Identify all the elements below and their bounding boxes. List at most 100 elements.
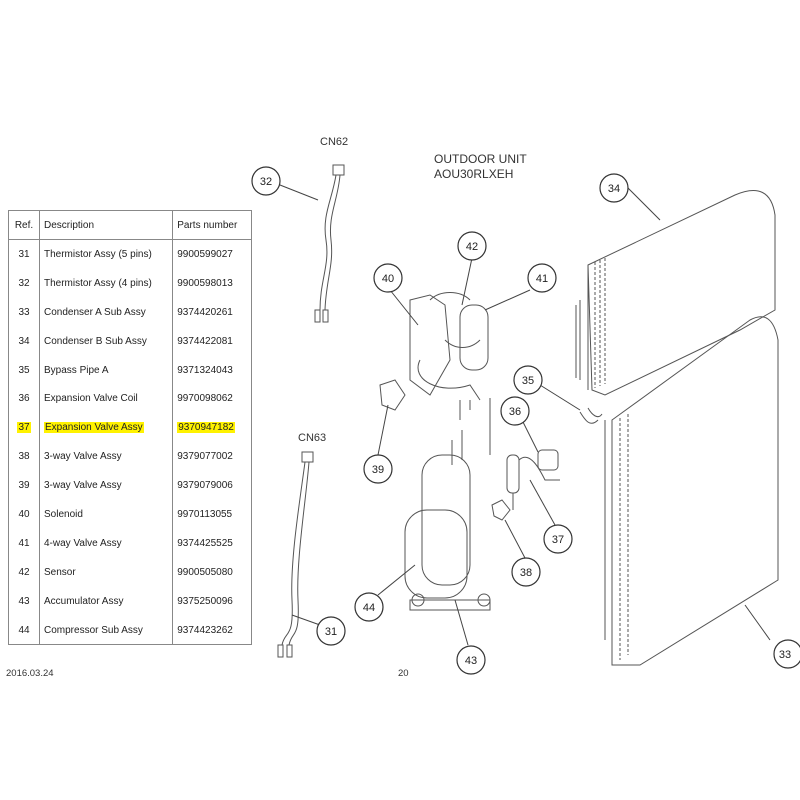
cell-description: Accumulator Assy [38, 586, 174, 616]
expansion-valve-assy [506, 454, 520, 494]
connector-label-cn62: CN62 [320, 136, 349, 148]
callout-44-label: 44 [363, 602, 375, 614]
cable-32 [319, 174, 341, 311]
cell-description-text: Solenoid [44, 508, 83, 520]
cell-parts-number-text: 9374420261 [177, 306, 233, 318]
four-way-valve [459, 304, 489, 371]
cell-ref-text: 43 [18, 595, 30, 607]
cell-description-text: Condenser B Sub Assy [44, 335, 147, 347]
cell-parts-number: 9370947182 [172, 413, 252, 443]
table-row: 37 Expansion Valve Assy 9370947182 [8, 413, 252, 443]
table-row: 36 Expansion Valve Coil 9970098062 [8, 384, 252, 414]
callout-41-label: 41 [536, 273, 548, 285]
compressor [421, 454, 471, 586]
cell-ref: 38 [8, 442, 40, 472]
valve-38 [491, 499, 511, 521]
accumulator [404, 509, 468, 599]
callout-31 [316, 616, 346, 646]
cell-description-text: Compressor Sub Assy [44, 624, 143, 636]
cell-ref: 44 [8, 615, 40, 646]
cell-parts-number: 9900599027 [172, 239, 252, 269]
cell-ref: 35 [8, 355, 40, 385]
cell-ref: 31 [8, 239, 40, 269]
cell-parts-number-text: 9379077002 [177, 451, 233, 463]
cell-parts-number: 9900505080 [172, 557, 252, 587]
cell-description: 3-way Valve Assy [38, 471, 174, 501]
callout-33-label: 33 [779, 649, 791, 661]
column-header-description: Description [38, 210, 174, 240]
footer-page-number: 20 [398, 668, 409, 679]
cell-parts-number-text: 9374422081 [177, 335, 233, 347]
connector-cn63-plug [301, 451, 314, 463]
cell-description: 4-way Valve Assy [38, 528, 174, 558]
cell-ref: 42 [8, 557, 40, 587]
callout-42-label: 42 [466, 241, 478, 253]
cell-description-text: Expansion Valve Coil [44, 393, 138, 405]
cell-parts-number: 9379077002 [172, 442, 252, 472]
callout-32 [251, 166, 281, 196]
callout-35-label: 35 [522, 375, 534, 387]
callout-34-label: 34 [608, 183, 620, 195]
cell-ref: 36 [8, 384, 40, 414]
cell-parts-number-text: 9970098062 [177, 393, 233, 405]
callout-32-label: 32 [260, 176, 272, 188]
cell-ref-text: 36 [18, 393, 30, 405]
cell-description-text: Expansion Valve Assy [44, 422, 144, 434]
cell-description: Expansion Valve Coil [38, 384, 174, 414]
footer-date: 2016.03.24 [6, 668, 54, 679]
cell-parts-number-text: 9379079006 [177, 480, 233, 492]
table-row: 31 Thermistor Assy (5 pins)9900599027 [8, 239, 252, 269]
cell-parts-number-text: 9370947182 [177, 422, 235, 434]
cell-ref: 40 [8, 500, 40, 529]
expansion-valve-coil [537, 449, 559, 471]
cell-parts-number: 9970113055 [172, 500, 252, 529]
cell-description-text: Accumulator Assy [44, 595, 124, 607]
cell-description-text: Thermistor Assy (4 pins) [44, 277, 152, 289]
title-line-1: OUTDOOR UNIT [434, 152, 527, 166]
column-header-parts-number: Parts number [172, 210, 252, 240]
cell-ref: 34 [8, 326, 40, 356]
title-line-2: AOU30RLXEH [434, 167, 514, 181]
callout-38 [511, 557, 541, 587]
cell-ref-text: 31 [18, 248, 30, 260]
cell-parts-number-text: 9900599027 [177, 248, 233, 260]
bypass-pipe-35 [579, 407, 603, 424]
table-row: 40 Solenoid 9970113055 [8, 500, 252, 529]
cell-parts-number: 9371324043 [172, 355, 252, 385]
cable-31 [281, 461, 310, 646]
cell-description: Expansion Valve Assy [38, 413, 174, 443]
callout-36 [500, 396, 530, 426]
cell-description: Thermistor Assy (5 pins) [38, 239, 174, 269]
cell-description: Thermistor Assy (4 pins) [38, 268, 174, 298]
cell-ref-text: 40 [18, 508, 30, 520]
cell-ref-text: 37 [17, 422, 31, 434]
cell-parts-number: 9374423262 [172, 615, 252, 646]
cell-parts-number: 9374425525 [172, 528, 252, 558]
cell-description: Condenser A Sub Assy [38, 297, 174, 327]
valve-39 [379, 379, 406, 411]
table-row: 44 Compressor Sub Assy 9374423262 [8, 615, 252, 646]
callout-44 [354, 592, 384, 622]
callout-42 [457, 231, 487, 261]
cell-parts-number: 9374420261 [172, 297, 252, 327]
callout-40-label: 40 [382, 273, 394, 285]
cell-ref: 43 [8, 586, 40, 616]
cell-ref: 37 [8, 413, 40, 443]
cell-description: Condenser B Sub Assy [38, 326, 174, 356]
cell-ref-text: 42 [18, 566, 30, 578]
cell-parts-number-text: 9374425525 [177, 537, 233, 549]
cell-ref: 32 [8, 268, 40, 298]
cell-ref-text: 38 [18, 451, 30, 463]
cell-description: Sensor [38, 557, 174, 587]
cell-description: Solenoid [38, 500, 174, 529]
callout-34 [599, 173, 629, 203]
cell-parts-number: 9970098062 [172, 384, 252, 414]
table-header-row: Ref. Description Parts number [8, 210, 252, 240]
solenoid-assembly [409, 294, 451, 396]
cell-parts-number-text: 9374423262 [177, 624, 233, 636]
